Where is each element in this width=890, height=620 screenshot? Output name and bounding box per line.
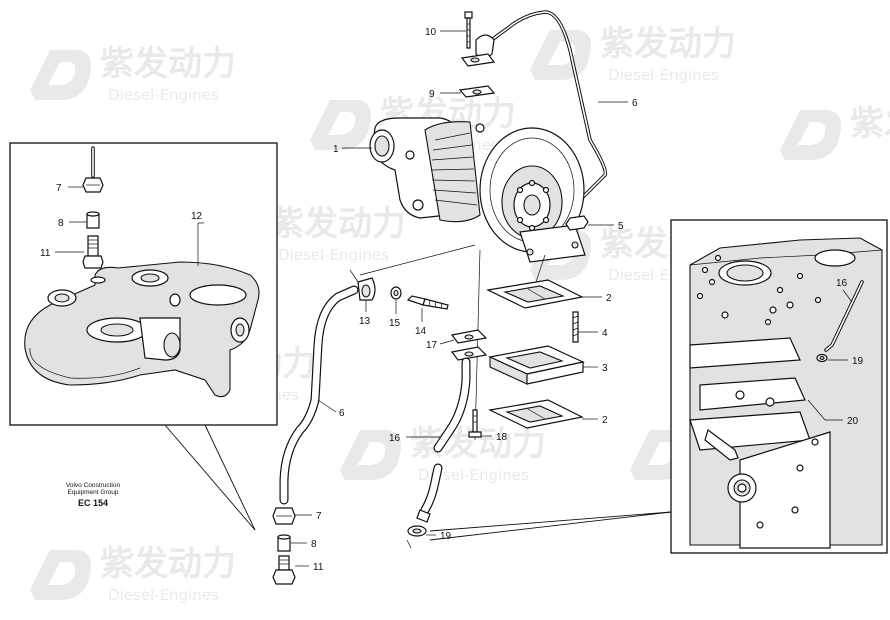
company-name-line2: Equipment Group — [67, 489, 119, 496]
bolt-18 — [472, 409, 478, 433]
turbocharger-assembly — [272, 10, 608, 585]
callout-6-lower: 6 — [339, 408, 345, 419]
watermark-tile: 紫发动力 Diesel-Engines — [340, 424, 546, 484]
bolt-14 — [406, 295, 426, 306]
watermark-tile: 紫发动力 — [780, 104, 890, 160]
drawing-footer: Volvo Construction Equipment Group EC 15… — [58, 482, 128, 508]
watermark-logo-icon — [340, 430, 401, 480]
zoom-pointer-line — [204, 424, 256, 531]
main-callouts: 10 9 6 1 5 2 4 3 2 13 15 14 17 16 18 6 7… — [291, 27, 638, 573]
watermark-text-cn: 紫发动力 — [270, 204, 406, 244]
drawing-code: EC 154 — [77, 498, 109, 508]
watermark-logo-icon — [780, 110, 841, 160]
watermark-tile: 紫发动力 Diesel-Engines — [30, 44, 236, 104]
fitting-11-inset — [87, 235, 99, 257]
watermark-tile: 紫发动力 Diesel-Engines — [530, 24, 736, 84]
callout-19-right: 19 — [852, 356, 864, 367]
bolt-10 — [464, 11, 473, 19]
watermark-logo-icon — [30, 50, 91, 100]
zoom-pointer-line — [429, 511, 672, 532]
callout-10: 10 — [425, 27, 437, 38]
company-name-line1: Volvo Construction — [65, 482, 121, 489]
callout-19: 19 — [440, 531, 452, 542]
watermark-text-cn: 紫发动力 — [100, 544, 236, 584]
watermark-logo-icon — [310, 100, 371, 150]
callout-8: 8 — [311, 539, 317, 550]
callout-6-upper: 6 — [632, 98, 638, 109]
callout-7: 7 — [316, 511, 322, 522]
nut-5 — [565, 215, 589, 231]
watermark-text-cn: 紫发动力 — [100, 44, 236, 84]
block-cover — [739, 431, 831, 549]
callout-8-inset: 8 — [58, 218, 64, 229]
callout-17: 17 — [426, 340, 438, 351]
callout-2-lower: 2 — [602, 415, 608, 426]
callout-12: 12 — [191, 211, 203, 222]
callout-16: 16 — [389, 433, 401, 444]
callout-11: 11 — [313, 562, 324, 573]
watermark-logo-icon — [530, 30, 591, 80]
callout-3: 3 — [602, 363, 608, 374]
watermark-text-en: Diesel-Engines — [108, 86, 219, 104]
watermark-text-en: Diesel-Engines — [418, 466, 529, 484]
watermark-text-en: Diesel-Engines — [278, 246, 389, 264]
callout-20: 20 — [847, 416, 859, 427]
callout-15: 15 — [389, 318, 401, 329]
callout-5: 5 — [618, 221, 624, 232]
left-detail-inset: 7 8 11 12 — [9, 142, 278, 531]
callout-9: 9 — [429, 89, 435, 100]
callout-7-inset: 7 — [56, 183, 62, 194]
watermark-text-cn: 紫发动力 — [600, 24, 736, 64]
watermark-tile: 紫发动力 Diesel-Engines — [30, 544, 236, 604]
fitting-11 — [278, 555, 290, 571]
bearing-housing — [424, 121, 481, 223]
callout-2-upper: 2 — [606, 293, 612, 304]
watermark-text-en: Diesel-Engines — [108, 586, 219, 604]
watermark-logo-icon — [30, 550, 91, 600]
block-lever — [704, 429, 739, 461]
right-detail-inset: 16 19 20 — [429, 219, 888, 554]
callout-16-right: 16 — [836, 278, 848, 289]
block-rib — [689, 337, 801, 369]
callout-11-inset: 11 — [40, 248, 51, 259]
callout-13: 13 — [359, 316, 371, 327]
block-rib — [699, 377, 806, 411]
watermark-text-cn: 紫发动力 — [410, 424, 546, 464]
callout-4: 4 — [602, 328, 608, 339]
zoom-pointer-line — [164, 424, 256, 531]
watermark-text-cn: 紫发动力 — [850, 104, 890, 144]
callout-1: 1 — [333, 144, 339, 155]
callout-14: 14 — [415, 326, 427, 337]
watermark-text-en: Diesel-Engines — [608, 66, 719, 84]
zoom-pointer-line — [429, 511, 672, 541]
callout-18: 18 — [496, 432, 508, 443]
